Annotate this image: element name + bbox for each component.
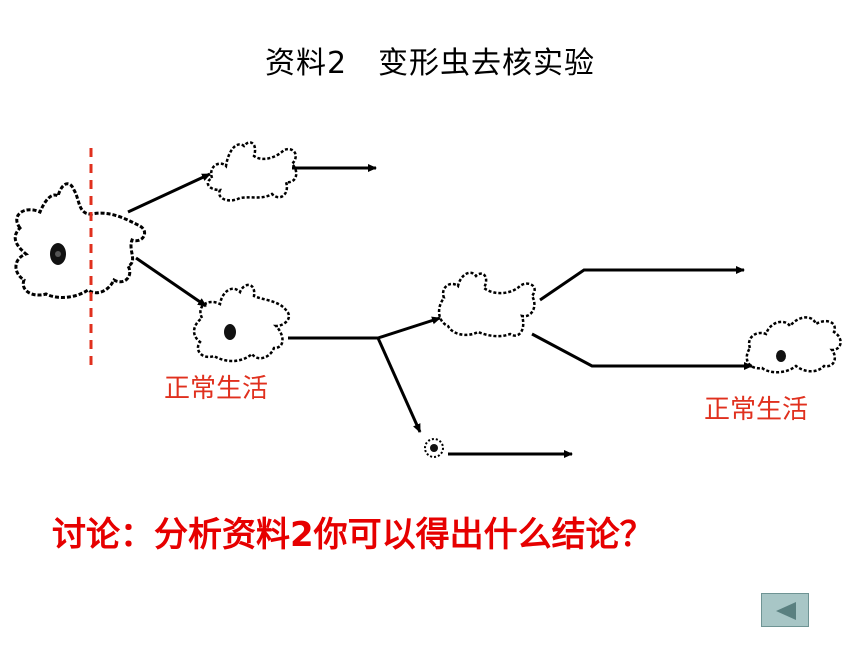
nucleus-reimplanted: [776, 350, 786, 362]
amoeba-without-nucleus: [206, 141, 298, 202]
amoeba-reimplanted: [745, 316, 842, 374]
amoeba-enucleated: [437, 271, 536, 338]
arrow-to-nucleus: [376, 337, 422, 433]
slide-title: 资料2 变形虫去核实验: [264, 46, 596, 81]
arrow-enucleated-up: [539, 266, 745, 302]
amoeba-with-nucleus: [192, 283, 291, 363]
triangle-left-icon: [776, 602, 796, 620]
normal-life-label-left: 正常生活: [164, 374, 269, 404]
arrows: [127, 164, 753, 458]
isolated-nucleus: [424, 438, 444, 458]
arrow-to-middle-fragment: [135, 256, 207, 308]
arrow-enucleated-down: [531, 332, 753, 370]
nucleus-fragment: [224, 324, 236, 340]
amoeba-original: [13, 182, 146, 299]
back-button[interactable]: [761, 593, 809, 627]
arrow-to-top-fragment: [127, 172, 211, 214]
discussion-question: 讨论：分析资料2你可以得出什么结论？: [52, 515, 654, 555]
arrow-to-enucleated: [377, 316, 441, 340]
normal-life-label-right: 正常生活: [704, 395, 809, 425]
